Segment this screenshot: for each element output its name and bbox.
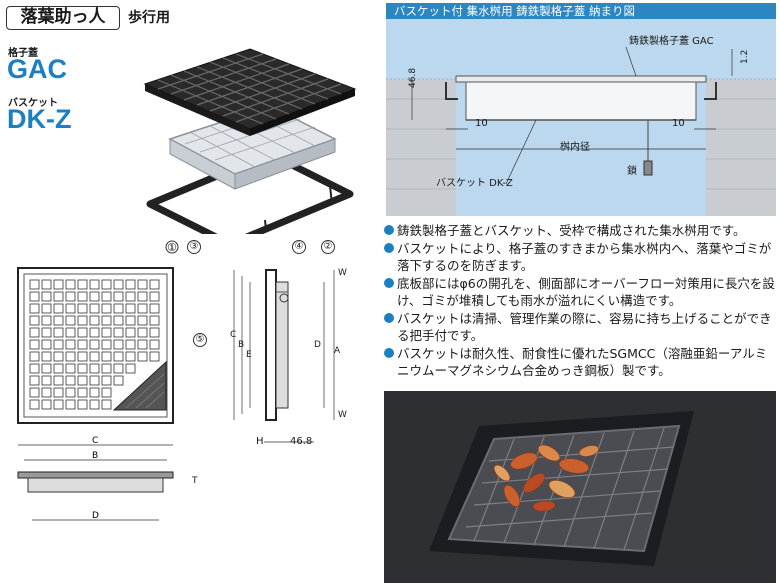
install-lid-label: 鋳鉄製格子蓋 GAC — [629, 36, 714, 47]
feature-item: 鋳鉄製格子蓋とバスケット、受枠で構成された集水桝用です。 — [384, 222, 776, 239]
page-title: 落葉助っ人 — [6, 6, 120, 30]
bullet-dot-icon — [384, 243, 394, 253]
dim-depth-side: 46.8 — [290, 436, 313, 447]
plan-view-drawing: ① C B D — [17, 240, 179, 521]
dim-t-label: T — [192, 476, 198, 486]
feature-item: バスケットは清掃、管理作業の際に、容易に持ち上げることができる把手付です。 — [384, 310, 776, 344]
dim-h-label: H — [256, 436, 264, 447]
install-diagram-panel — [386, 19, 776, 216]
bullet-dot-icon — [384, 313, 394, 323]
feature-item: 底板部にはφ6の開孔を、側面部にオーバーフロー対策用に長穴を設け、ゴミが堆積して… — [384, 275, 776, 309]
feature-list: 鋳鉄製格子蓋とバスケット、受枠で構成された集水桝用です。 バスケットにより、格子… — [384, 222, 776, 380]
dim-b-side: B — [238, 340, 245, 350]
dim-c-label: C — [92, 436, 98, 446]
grating-grid — [29, 279, 160, 410]
dim-w-bottom: W — [338, 410, 347, 420]
product-label-lid: 格子蓋 — [8, 48, 38, 59]
install-diagram-title: バスケット付 集水桝用 鋳鉄製格子蓋 納まり図 — [386, 3, 776, 19]
install-diagram — [386, 46, 776, 216]
callout-3: ③ — [187, 240, 201, 254]
dim-e-side: E — [246, 350, 252, 360]
bullet-dot-icon — [384, 278, 394, 288]
grating-illustration — [143, 48, 357, 136]
callout-1: ① — [167, 241, 177, 254]
product-illustration — [143, 48, 357, 234]
bullet-dot-icon — [384, 225, 394, 235]
dim-a-side: A — [334, 346, 341, 356]
page-subtitle: 歩行用 — [128, 10, 170, 26]
front-elevation — [17, 471, 174, 521]
fallen-leaves — [493, 444, 600, 512]
install-top-dim: 1.2 — [740, 49, 750, 64]
dim-d-label: D — [92, 511, 99, 521]
install-basket-label: バスケット DK-Z — [436, 178, 513, 189]
install-chain-label: 鎖 — [627, 166, 637, 177]
callout-4: ④ — [292, 240, 306, 254]
dim-w-top: W — [338, 268, 347, 278]
product-code-basket: DK-Z — [7, 104, 72, 134]
install-inner-dia: 桝内径 — [560, 142, 590, 153]
dim-d-side: D — [314, 340, 321, 350]
product-code-lid: GAC — [7, 54, 67, 84]
dim-b-label: B — [92, 451, 98, 461]
callout-2: ② — [321, 240, 335, 254]
basket-illustration — [168, 105, 337, 190]
feature-item: バスケットにより、格子蓋のすきまから集水桝内へ、落葉やゴミが落下するのを防ぎます… — [384, 240, 776, 274]
dim-c-side: C — [230, 330, 237, 340]
callout-5: ⑤ — [193, 333, 207, 347]
install-gap-left: 10 — [475, 118, 488, 129]
cutaway-corner — [112, 360, 167, 411]
install-gap-right: 10 — [672, 118, 685, 129]
feature-item: バスケットは耐久性、耐食性に優れたSGMCC（溶融亜鉛ーアルミニウムーマグネシウ… — [384, 345, 776, 379]
side-section-drawing — [233, 269, 335, 443]
installed-product-photo — [384, 391, 776, 583]
product-label-basket: バスケット — [8, 98, 58, 109]
install-depth-label: 46.8 — [408, 67, 418, 88]
bullet-dot-icon — [384, 348, 394, 358]
ground-slabs — [386, 78, 776, 216]
